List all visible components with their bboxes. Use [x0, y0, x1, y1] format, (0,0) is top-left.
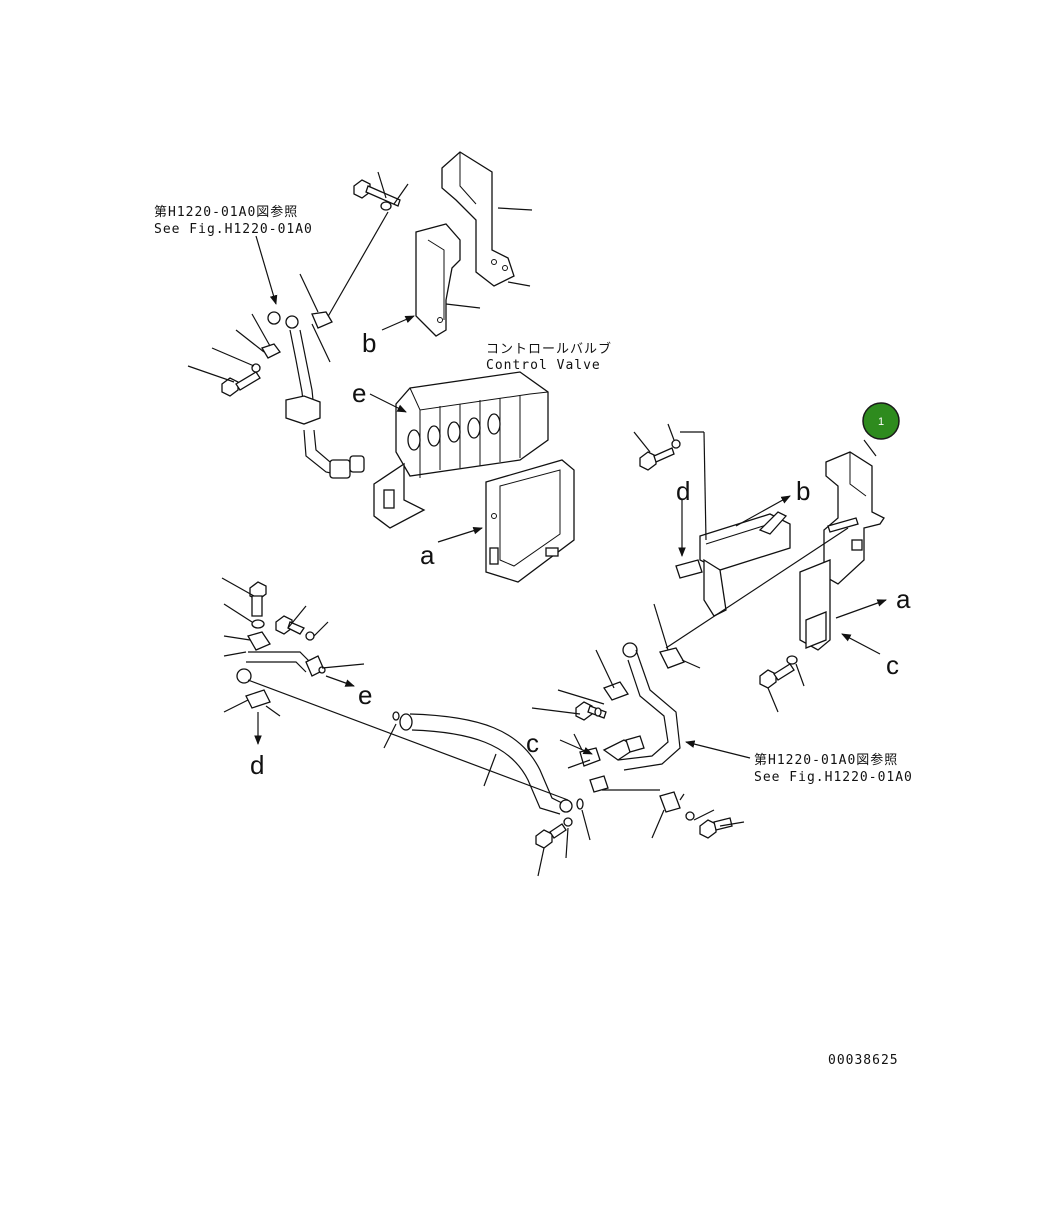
drawing-number: 00038625: [828, 1053, 899, 1068]
top-bracket: [325, 151, 533, 337]
long-pipe: [383, 711, 591, 877]
part-number-badge[interactable]: 1: [862, 402, 900, 440]
right-bracket: [633, 423, 887, 713]
lower-left-pipe: [221, 577, 569, 801]
letter-c-bottom: c: [526, 728, 539, 758]
letter-a-left: a: [420, 540, 435, 570]
letter-b-right: b: [796, 476, 810, 506]
letter-c-right: c: [886, 650, 899, 680]
letter-d-bottom: d: [250, 750, 264, 780]
right-ref-jp: 第H1220-01A0図参照: [754, 752, 898, 768]
lower-right-pipe: [531, 603, 751, 839]
top-ref-en: See Fig.H1220-01A0: [154, 222, 313, 237]
upper-left-pipe: [187, 235, 365, 479]
right-ref-en: See Fig.H1220-01A0: [754, 770, 913, 785]
letter-e-bottom: e: [358, 680, 372, 710]
badge-label: 1: [878, 416, 884, 428]
letter-b-left: b: [362, 328, 376, 358]
control-valve: [373, 371, 575, 583]
control-valve-en: Control Valve: [486, 358, 601, 373]
top-ref-jp: 第H1220-01A0図参照: [154, 204, 298, 220]
letter-d-right: d: [676, 476, 690, 506]
letter-e-top: e: [352, 378, 366, 408]
control-valve-jp: コントロールバルブ: [486, 341, 612, 357]
letter-a-right: a: [896, 584, 911, 614]
